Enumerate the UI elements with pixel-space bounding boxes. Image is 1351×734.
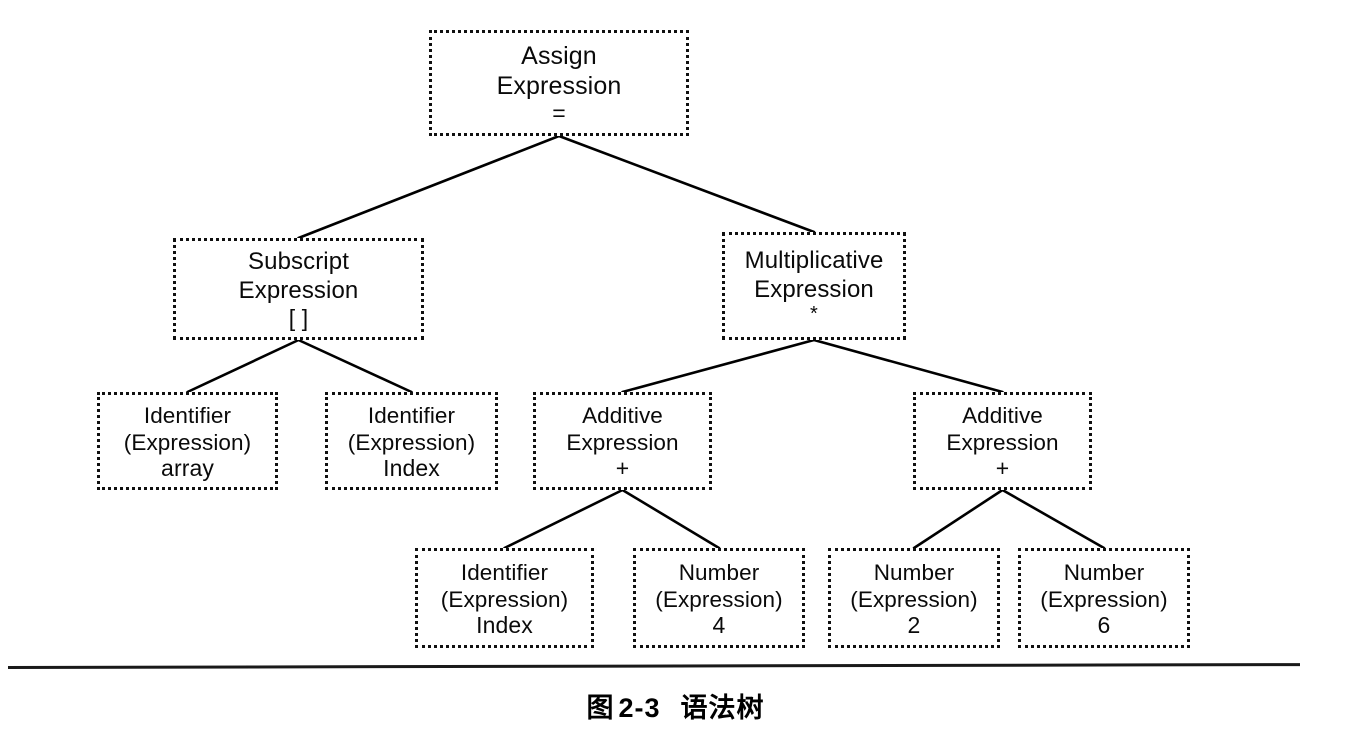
tree-node-ident-index-2-line2: (Expression) xyxy=(440,586,569,612)
tree-edge-root-to-subscript xyxy=(297,134,561,240)
tree-edge-root-to-multiplicative xyxy=(557,134,816,234)
tree-edge-subscript-to-ident-array xyxy=(186,338,300,394)
tree-edge-multiplicative-to-additive-right xyxy=(812,338,1004,394)
tree-node-multiplicative-line3: * xyxy=(810,303,818,326)
tree-node-number-2: Number(Expression)2 xyxy=(828,548,1000,648)
caption-label: 图 xyxy=(586,693,615,723)
tree-node-ident-index-2-line3: Index xyxy=(476,611,533,638)
tree-node-number-6: Number(Expression)6 xyxy=(1018,548,1190,648)
tree-node-ident-array-line2: (Expression) xyxy=(123,429,252,455)
tree-node-additive-left-line2: Expression xyxy=(566,429,679,455)
tree-node-additive-left-line3: + xyxy=(615,454,630,481)
tree-node-number-2-line1: Number xyxy=(873,559,955,585)
tree-node-number-2-line2: (Expression) xyxy=(850,586,978,612)
tree-node-ident-array-line1: Identifier xyxy=(143,402,232,428)
tree-node-root-line1: Assign xyxy=(521,41,597,70)
tree-node-number-6-line2: (Expression) xyxy=(1040,586,1168,612)
tree-node-number-2-line3: 2 xyxy=(907,611,921,638)
tree-node-ident-index-2: Identifier(Expression)Index xyxy=(415,548,594,648)
tree-edge-additive-right-to-number-6 xyxy=(1001,488,1106,550)
tree-edge-additive-left-to-ident-index-2 xyxy=(503,488,624,550)
caption-divider-rule xyxy=(7,663,1301,669)
tree-edge-subscript-to-ident-index-1 xyxy=(297,338,413,394)
tree-node-number-4-line1: Number xyxy=(678,559,760,585)
tree-node-additive-left-line1: Additive xyxy=(582,402,663,428)
tree-node-subscript-line1: Subscript xyxy=(248,248,349,276)
caption-text: 语法树 xyxy=(680,693,765,723)
tree-node-additive-right-line2: Expression xyxy=(946,429,1059,455)
tree-node-number-6-line1: Number xyxy=(1063,559,1145,585)
tree-node-subscript-line2: Expression xyxy=(238,276,359,304)
tree-node-ident-index-1: Identifier(Expression)Index xyxy=(325,392,498,490)
tree-node-multiplicative-line2: Expression xyxy=(754,275,874,303)
tree-node-additive-right-line3: + xyxy=(995,454,1010,481)
tree-node-multiplicative-line1: Multiplicative xyxy=(744,246,884,274)
tree-node-additive-right-line1: Additive xyxy=(962,402,1043,428)
tree-node-ident-index-2-line1: Identifier xyxy=(460,559,549,585)
tree-node-subscript-line3: [ ] xyxy=(288,304,309,331)
tree-node-number-4: Number(Expression)4 xyxy=(633,548,805,648)
tree-edge-multiplicative-to-additive-left xyxy=(621,338,816,394)
tree-node-ident-index-1-line2: (Expression) xyxy=(347,429,476,455)
caption-number: 2-3 xyxy=(618,693,661,723)
tree-node-ident-index-1-line1: Identifier xyxy=(367,402,456,428)
tree-node-number-4-line2: (Expression) xyxy=(655,586,783,612)
tree-node-ident-index-1-line3: Index xyxy=(383,454,440,481)
tree-edge-additive-left-to-number-4 xyxy=(621,488,721,550)
tree-node-root-line3: = xyxy=(552,99,566,126)
tree-node-number-6-line3: 6 xyxy=(1097,611,1111,638)
tree-node-ident-array-line3: array xyxy=(161,454,214,481)
tree-node-ident-array: Identifier(Expression)array xyxy=(97,392,278,490)
tree-node-number-4-line3: 4 xyxy=(712,611,726,638)
tree-node-root-line2: Expression xyxy=(496,71,622,100)
tree-edge-additive-right-to-number-2 xyxy=(912,488,1004,550)
